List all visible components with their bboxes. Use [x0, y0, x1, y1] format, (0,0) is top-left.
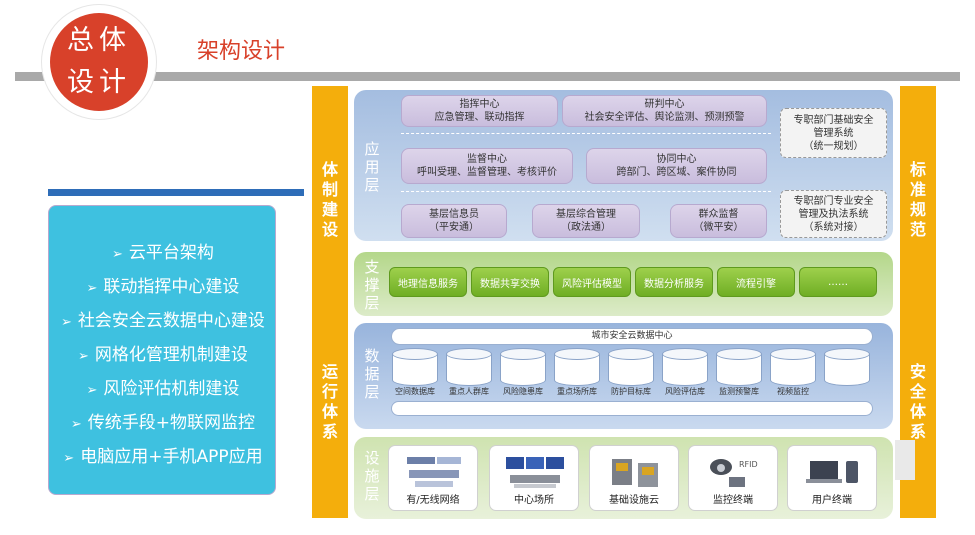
database-icon [392, 348, 438, 388]
arrow-icon: ➢ [63, 451, 75, 466]
workflow-engine-box: 流程引擎 [717, 267, 795, 297]
arrow-icon: ➢ [86, 383, 98, 398]
camera-icon: RFID [710, 459, 758, 487]
list-item: ➢风险评估机制建设 [86, 379, 240, 399]
laptop-phone-icon [806, 461, 858, 483]
database-label: 空间数据库 [395, 387, 435, 396]
database-icon [554, 348, 600, 388]
operation-system-label: 运行体系 [321, 362, 338, 441]
divider-line [401, 191, 771, 192]
database-label: 视频监控 [777, 387, 809, 396]
data-center-banner: 城市安全云数据中心 [391, 328, 873, 345]
data-bus-banner [391, 401, 873, 416]
control-room-icon [506, 457, 564, 488]
more-box: …… [799, 267, 877, 297]
server-icon [612, 459, 658, 487]
center-site-card: 中心场所 [489, 445, 579, 511]
data-analysis-box: 数据分析服务 [635, 267, 713, 297]
database-label: 风险隐患库 [503, 387, 543, 396]
monitoring-terminal-card: RFID 监控终端 [688, 445, 778, 511]
data-layer-label: 数据层 [364, 347, 380, 401]
gis-service-box: 地理信息服务 [389, 267, 467, 297]
arrow-icon: ➢ [61, 315, 72, 330]
blurred-area [895, 440, 915, 480]
divider-line [401, 133, 771, 134]
network-icon [407, 457, 461, 487]
list-item: ➢社会安全云数据中心建设 [61, 311, 265, 331]
arrow-icon: ➢ [86, 281, 98, 296]
list-item: ➢电脑应用+手机APP应用 [63, 447, 263, 467]
supervision-center-box: 监督中心呼叫受理、监督管理、考核评价 [401, 148, 573, 184]
basic-safety-system-box: 专职部门基础安全 管理系统 （统一规划） [780, 108, 887, 158]
grassroots-management-box: 基层综合管理（政法通） [532, 204, 640, 238]
grassroots-informant-box: 基层信息员（平安通） [401, 204, 507, 238]
title-badge: 总体 设计 [42, 5, 156, 119]
title-badge-text: 总体 设计 [50, 13, 148, 111]
database-icon [608, 348, 654, 388]
network-card: 有/无线网络 [388, 445, 478, 511]
system-build-label: 体制建设 [321, 160, 338, 239]
user-terminal-card: 用户终端 [787, 445, 877, 511]
database-icon [770, 348, 816, 388]
security-system-label: 安全体系 [909, 362, 926, 441]
professional-safety-system-box: 专职部门专业安全 管理及执法系统 （系统对接） [780, 190, 887, 238]
arrow-icon: ➢ [78, 349, 89, 364]
analysis-center-box: 研判中心社会安全评估、舆论监测、预测预警 [562, 95, 767, 127]
risk-model-box: 风险评估模型 [553, 267, 631, 297]
list-item: ➢联动指挥中心建设 [86, 277, 240, 297]
page-subtitle: 架构设计 [197, 39, 286, 64]
left-panel-accent [48, 189, 304, 196]
arrow-icon: ➢ [112, 247, 123, 262]
left-side-bar: 体制建设 运行体系 [312, 86, 348, 518]
rfid-label: RFID [739, 460, 758, 469]
database-label: 重点人群库 [449, 387, 489, 396]
list-item: ➢网格化管理机制建设 [78, 345, 248, 365]
database-icon [446, 348, 492, 388]
public-supervision-box: 群众监督（微平安） [670, 204, 767, 238]
standards-label: 标准规范 [909, 160, 926, 239]
infrastructure-layer-label: 设施层 [364, 449, 380, 503]
header-divider [15, 72, 960, 81]
command-center-box: 指挥中心应急管理、联动指挥 [401, 95, 558, 127]
database-icon [662, 348, 708, 388]
database-label: 重点场所库 [557, 387, 597, 396]
database-icon [716, 348, 762, 388]
database-label: 监测预警库 [719, 387, 759, 396]
database-icon [824, 348, 870, 388]
left-panel: ➢云平台架构 ➢联动指挥中心建设 ➢社会安全云数据中心建设 ➢网格化管理机制建设… [48, 189, 304, 495]
support-layer-label: 支撑层 [364, 258, 380, 312]
list-item: ➢传统手段+物联网监控 [70, 413, 256, 433]
cloud-infrastructure-card: 基础设施云 [589, 445, 679, 511]
data-exchange-box: 数据共享交换 [471, 267, 549, 297]
database-label: 风险评估库 [665, 387, 705, 396]
database-label: 防护目标库 [611, 387, 651, 396]
list-item: ➢云平台架构 [112, 243, 214, 263]
left-panel-list: ➢云平台架构 ➢联动指挥中心建设 ➢社会安全云数据中心建设 ➢网格化管理机制建设… [48, 205, 276, 495]
arrow-icon: ➢ [70, 417, 82, 432]
application-layer-label: 应用层 [364, 140, 380, 194]
collaboration-center-box: 协同中心跨部门、跨区域、案件协同 [586, 148, 767, 184]
database-icon [500, 348, 546, 388]
